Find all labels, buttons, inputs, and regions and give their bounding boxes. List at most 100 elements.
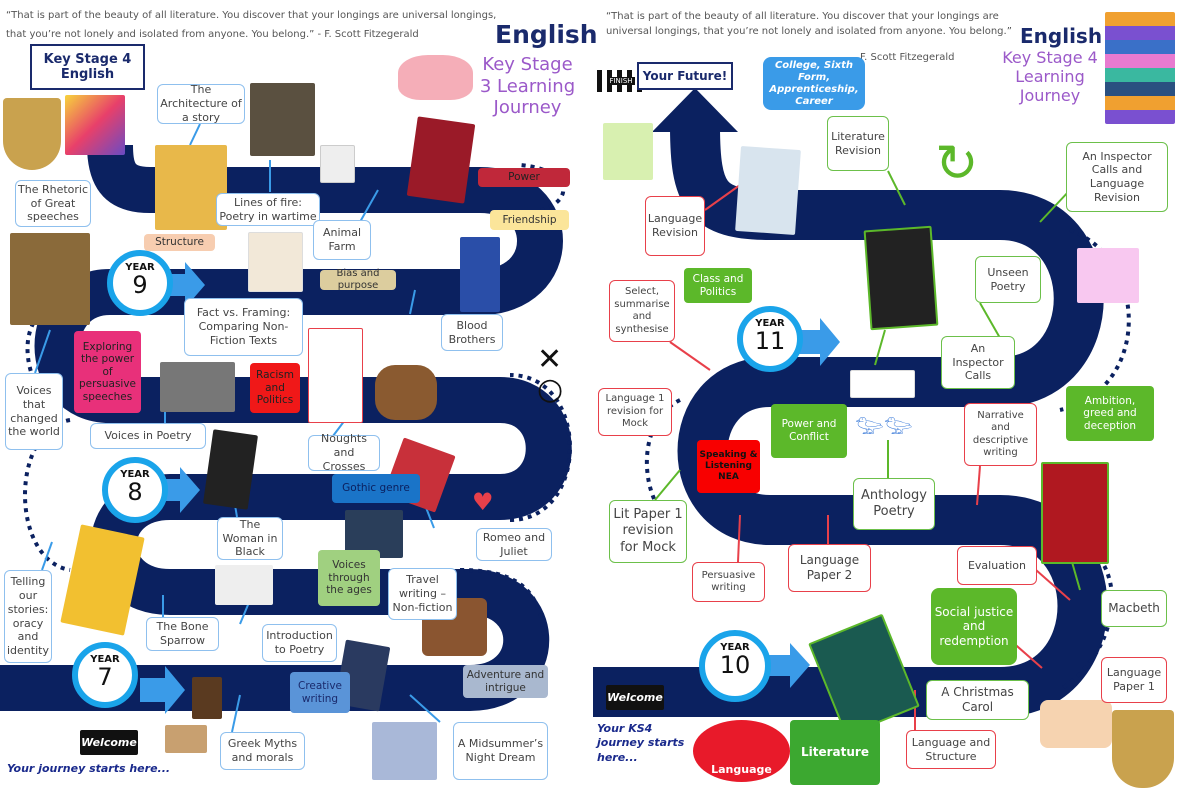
year11-arrow-icon: [795, 318, 840, 366]
theme-structure[interactable]: Structure: [144, 234, 215, 251]
blood-brothers-cover: [460, 237, 500, 312]
theme-bias-purpose[interactable]: Bias and purpose: [320, 268, 396, 291]
topic-select-summarise[interactable]: Select, summarise and synthesise: [609, 280, 675, 342]
greek-ship-image: [165, 725, 207, 753]
literature-book-image: Literature: [790, 720, 880, 785]
theme-racism-politics[interactable]: Racism and Politics: [250, 363, 300, 413]
topic-language-structure[interactable]: Language and Structure: [906, 730, 996, 769]
language-lips-image: Language: [693, 720, 790, 782]
pig-image: [398, 55, 473, 100]
topic-greek-myths[interactable]: Greek Myths and morals: [220, 732, 305, 770]
topic-bone-sparrow[interactable]: The Bone Sparrow: [146, 617, 219, 651]
theme-adventure-intrigue[interactable]: Adventure and intrigue: [463, 665, 548, 698]
story-architecture-image: [155, 145, 227, 230]
ks4-english-banner[interactable]: Key Stage 4 English: [30, 44, 145, 90]
bottom-donkey-image: [372, 722, 437, 780]
ks3-title: English: [495, 20, 598, 49]
topic-voices-changed-world[interactable]: Voices that changed the world: [5, 373, 63, 450]
holding-hands-image: [375, 365, 437, 420]
topic-narrative-descriptive[interactable]: Narrative and descriptive writing: [964, 403, 1037, 466]
inspector-calls-cover: [863, 225, 939, 331]
ks4-quote: “That is part of the beauty of all liter…: [606, 11, 1012, 37]
macbeth-cover: [1041, 462, 1109, 564]
ks4-road-arrowhead: [652, 88, 738, 132]
ks4-welcome-sign: Welcome: [606, 685, 664, 710]
head-ideas-image: [735, 146, 801, 235]
ethos-pathos-logos-image: [65, 95, 125, 155]
student-desk-icon: [603, 123, 653, 180]
topic-lines-of-fire[interactable]: Lines of fire: Poetry in wartime: [216, 193, 320, 226]
topic-aic-language-revision[interactable]: An Inspector Calls and Language Revision: [1066, 142, 1168, 212]
finish-line-flag: FINISH: [597, 70, 645, 92]
topic-lit-paper1-mock[interactable]: Lit Paper 1 revision for Mock: [609, 500, 687, 563]
topic-language-paper2[interactable]: Language Paper 2: [788, 544, 871, 592]
theme-ambition-greed[interactable]: Ambition, greed and deception: [1066, 386, 1154, 441]
year9-arrow-icon: [160, 262, 205, 308]
wartime-poetry-image: [250, 83, 315, 156]
topic-christmas-carol[interactable]: A Christmas Carol: [926, 680, 1029, 720]
ks3-start-text: Your journey starts here...: [7, 762, 171, 775]
ks3-welcome-sign: Welcome: [80, 730, 138, 755]
topic-travel-writing[interactable]: Travel writing – Non-fiction: [388, 568, 457, 620]
ks4-start-text: Your KS4 journey starts here...: [597, 722, 685, 764]
school-crest-logo: [3, 98, 61, 170]
topic-persuasive-writing[interactable]: Persuasive writing: [692, 562, 765, 602]
college-career-box[interactable]: College, Sixth Form, Apprenticeship, Car…: [763, 57, 865, 110]
topic-rhetoric[interactable]: The Rhetoric of Great speeches: [15, 180, 91, 227]
heart-dagger-icon: ♥: [472, 488, 494, 516]
topic-evaluation[interactable]: Evaluation: [957, 546, 1037, 585]
ks4-subtitle: Key Stage 4 Learning Journey: [1002, 48, 1098, 106]
topic-an-inspector-calls[interactable]: An Inspector Calls: [941, 336, 1015, 389]
ks3-subtitle: Key Stage 3 Learning Journey: [479, 54, 576, 119]
theme-voices-through-ages[interactable]: Voices through the ages: [318, 550, 380, 606]
theme-friendship[interactable]: Friendship: [490, 210, 569, 230]
ks3-quote: “That is part of the beauty of all liter…: [6, 10, 497, 40]
topic-intro-poetry[interactable]: Introduction to Poetry: [262, 624, 337, 662]
topic-blood-brothers[interactable]: Blood Brothers: [441, 314, 503, 351]
theme-power-conflict[interactable]: Power and Conflict: [771, 404, 847, 458]
revision-cycle-pencil-icon: ↻: [935, 134, 979, 194]
poetry-words-image: [215, 565, 273, 605]
topic-noughts-crosses[interactable]: Noughts and Crosses: [308, 432, 380, 473]
bias-newspaper-image: [248, 232, 303, 292]
topic-midsummer[interactable]: A Midsummer’s Night Dream: [453, 722, 548, 780]
topic-romeo-juliet[interactable]: Romeo and Juliet: [476, 528, 552, 561]
topic-animal-farm[interactable]: Animal Farm: [313, 220, 371, 260]
topic-language-revision[interactable]: Language Revision: [645, 196, 705, 256]
theme-social-justice[interactable]: Social justice and redemption: [931, 588, 1017, 665]
noughts-crosses-cover: [308, 328, 363, 423]
topic-woman-in-black[interactable]: The Woman in Black: [217, 517, 283, 560]
topic-anthology-poetry[interactable]: Anthology Poetry: [853, 478, 935, 530]
year8-arrow-icon: [155, 467, 200, 513]
theme-speaking-listening-nea[interactable]: Speaking & Listening NEA: [697, 440, 760, 493]
theme-gothic-genre[interactable]: Gothic genre: [332, 474, 420, 503]
theme-class-politics[interactable]: Class and Politics: [684, 268, 752, 303]
book-stack-image: [1105, 12, 1175, 124]
hand-pencil-image: [1040, 700, 1112, 748]
topic-macbeth[interactable]: Macbeth: [1101, 590, 1167, 627]
year7-arrow-icon: [140, 666, 185, 714]
topic-literature-revision[interactable]: Literature Revision: [827, 116, 889, 171]
your-future-banner: Your Future!: [637, 62, 733, 90]
topic-language-paper1[interactable]: Language Paper 1: [1101, 657, 1167, 703]
listening-man-image: [160, 362, 235, 412]
topic-telling-our-stories[interactable]: Telling our stories: oracy and identity: [4, 570, 52, 663]
school-crest-logo-ks4: [1112, 710, 1174, 788]
book-lightbulb-icon: [1077, 248, 1139, 303]
theme-creative-writing[interactable]: Creative writing: [290, 672, 350, 713]
topic-language1-mock[interactable]: Language 1 revision for Mock: [598, 388, 672, 436]
ks3-dotted-edge: [23, 163, 572, 641]
topic-voices-in-poetry[interactable]: Voices in Poetry: [90, 423, 206, 449]
notepad-image: [320, 145, 355, 183]
great-speakers-image: [10, 233, 90, 325]
topic-architecture[interactable]: The Architecture of a story: [157, 83, 245, 124]
topic-fact-vs-framing[interactable]: Fact vs. Framing: Comparing Non-Fiction …: [184, 298, 303, 356]
topic-unseen-poetry[interactable]: Unseen Poetry: [975, 256, 1041, 303]
gcse-literature-cover: [850, 370, 915, 398]
theme-exploring-persuasive[interactable]: Exploring the power of persuasive speech…: [74, 331, 141, 413]
theme-power[interactable]: Power: [478, 168, 570, 187]
animal-farm-book-cover: [406, 116, 476, 204]
